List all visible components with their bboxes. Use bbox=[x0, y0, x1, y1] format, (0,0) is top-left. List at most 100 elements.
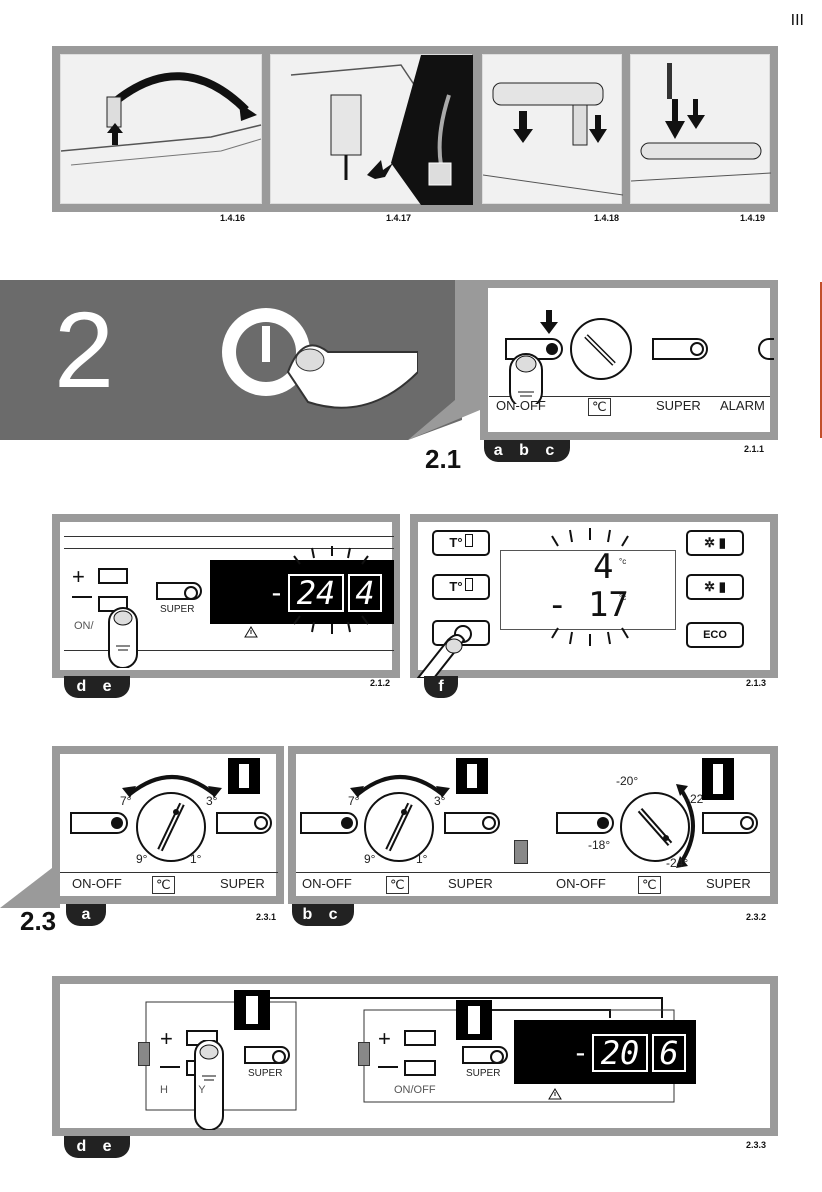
steps-pill: a bbox=[66, 904, 106, 926]
section-label: 2.3 bbox=[20, 906, 57, 936]
section-corner bbox=[0, 868, 60, 908]
warning-icon bbox=[548, 1088, 562, 1100]
super-button[interactable] bbox=[156, 582, 202, 600]
temperature-knob[interactable] bbox=[134, 790, 208, 864]
dial-label: 3° bbox=[434, 794, 446, 808]
lcd-display: 4 °c - 17 °c bbox=[500, 547, 676, 630]
steps-pill: d e bbox=[64, 1136, 130, 1158]
super-button[interactable] bbox=[216, 812, 272, 834]
frame-line bbox=[64, 650, 394, 651]
on-off-label: ON-OFF bbox=[72, 876, 122, 891]
dial-label: 7° bbox=[348, 794, 360, 808]
freeze-button-2[interactable]: ✲ ▮ bbox=[686, 574, 744, 600]
fridge-unit: °c bbox=[619, 557, 627, 566]
minus-sign: - bbox=[268, 576, 285, 609]
celsius-label: ℃ bbox=[638, 876, 661, 894]
dial-label: -24° bbox=[666, 856, 689, 870]
rotation-arrow-icon bbox=[122, 775, 222, 798]
page-number: III bbox=[790, 12, 804, 29]
photo-1-4-16 bbox=[60, 54, 262, 204]
plus-button[interactable] bbox=[404, 1030, 436, 1046]
rotation-arrow-icon bbox=[350, 775, 450, 798]
minus-icon bbox=[72, 596, 92, 598]
celsius-label: ℃ bbox=[152, 876, 175, 894]
temperature-knob[interactable] bbox=[568, 316, 634, 382]
temperature-knob[interactable] bbox=[362, 790, 436, 864]
freezer-on-off-button[interactable] bbox=[556, 812, 614, 834]
super-button[interactable] bbox=[462, 1046, 508, 1064]
photo-caption: 1.4.17 bbox=[386, 213, 412, 223]
page-edge-line bbox=[820, 282, 822, 438]
freeze-button-1[interactable]: ✲ ▮ bbox=[686, 530, 744, 556]
switch-indicator bbox=[456, 758, 488, 794]
super-label: SUPER bbox=[466, 1068, 501, 1079]
freezer-unit: °c bbox=[619, 593, 627, 602]
alarm-label: ALARM bbox=[720, 398, 765, 413]
plus-icon: + bbox=[160, 1026, 173, 1051]
freezer-super-button[interactable] bbox=[702, 812, 758, 834]
plus-button[interactable] bbox=[98, 568, 128, 584]
on-off-label: ON-OFF bbox=[556, 876, 606, 891]
warning-icon bbox=[244, 626, 258, 638]
dial-label: 9° bbox=[136, 852, 148, 866]
super-button[interactable] bbox=[244, 1046, 290, 1064]
on-off-label: ON/OFF bbox=[394, 1084, 436, 1096]
sub-digit: 4 bbox=[348, 574, 382, 612]
minus-button[interactable] bbox=[404, 1060, 436, 1076]
on-off-button[interactable] bbox=[70, 812, 128, 834]
steps-pill: a b c bbox=[484, 440, 570, 462]
minus-sign: - bbox=[572, 1036, 589, 1069]
figure-caption: 2.1.3 bbox=[746, 678, 767, 688]
super-button[interactable] bbox=[444, 812, 500, 834]
down-arrow-icon bbox=[540, 310, 558, 334]
eco-button[interactable]: ECO bbox=[686, 622, 744, 648]
panel-divider bbox=[296, 872, 770, 873]
photo-caption: 1.4.16 bbox=[220, 213, 246, 223]
sub-digit: 6 bbox=[652, 1034, 686, 1072]
fridge-temperature: 4 bbox=[593, 547, 614, 587]
freezer-temp-button[interactable]: T° bbox=[432, 574, 490, 600]
freezer-icon bbox=[464, 578, 473, 591]
blink-rays-icon bbox=[293, 546, 369, 634]
switch-indicator bbox=[228, 758, 260, 794]
dial-label: -20° bbox=[616, 774, 639, 788]
photo-1-4-19 bbox=[630, 54, 772, 204]
switch-indicator bbox=[456, 1000, 492, 1040]
freezer-knob[interactable] bbox=[618, 790, 692, 864]
plus-icon: + bbox=[72, 564, 85, 589]
pressing-finger-icon bbox=[108, 607, 138, 668]
on-off-label: ON/ bbox=[74, 620, 94, 632]
snowflake-icon: ✲ bbox=[704, 579, 716, 594]
bag-icon: ▮ bbox=[718, 535, 726, 550]
fridge-temp-button[interactable]: T° bbox=[432, 530, 490, 556]
holiday-label: H Y bbox=[160, 1084, 206, 1096]
pressing-finger-icon bbox=[194, 1040, 224, 1130]
fridge-temp-label: T° bbox=[449, 535, 463, 550]
steps-pill: b c bbox=[292, 904, 354, 926]
frame-line bbox=[64, 548, 394, 549]
panel-divider bbox=[489, 396, 770, 397]
rotation-arrow-icon bbox=[676, 784, 695, 868]
dial-label: -18° bbox=[588, 838, 611, 852]
plus-icon: + bbox=[378, 1026, 391, 1051]
photo-1-4-18 bbox=[482, 54, 624, 204]
alarm-button[interactable] bbox=[758, 338, 774, 360]
photo-caption: 1.4.18 bbox=[594, 213, 620, 223]
small-switch bbox=[514, 840, 528, 864]
side-switch bbox=[358, 1042, 370, 1066]
bottle-icon: ▮ bbox=[718, 579, 726, 594]
dial-label: 1° bbox=[190, 852, 202, 866]
pressing-finger-icon bbox=[416, 634, 466, 678]
blink-rays-icon bbox=[551, 528, 629, 646]
switch-indicator bbox=[702, 758, 734, 800]
screw-fixing-illustration bbox=[630, 63, 772, 182]
super-label: SUPER bbox=[220, 876, 265, 891]
on-off-button[interactable] bbox=[300, 812, 358, 834]
photo-1-4-17 bbox=[270, 54, 473, 205]
temperature-display: - 24 4 bbox=[210, 560, 394, 624]
super-button[interactable] bbox=[652, 338, 708, 360]
main-digits: 20 bbox=[592, 1034, 648, 1072]
freezer-temperature: - 17 bbox=[547, 585, 629, 625]
super-label: SUPER bbox=[656, 398, 701, 413]
frame-line bbox=[64, 536, 394, 537]
